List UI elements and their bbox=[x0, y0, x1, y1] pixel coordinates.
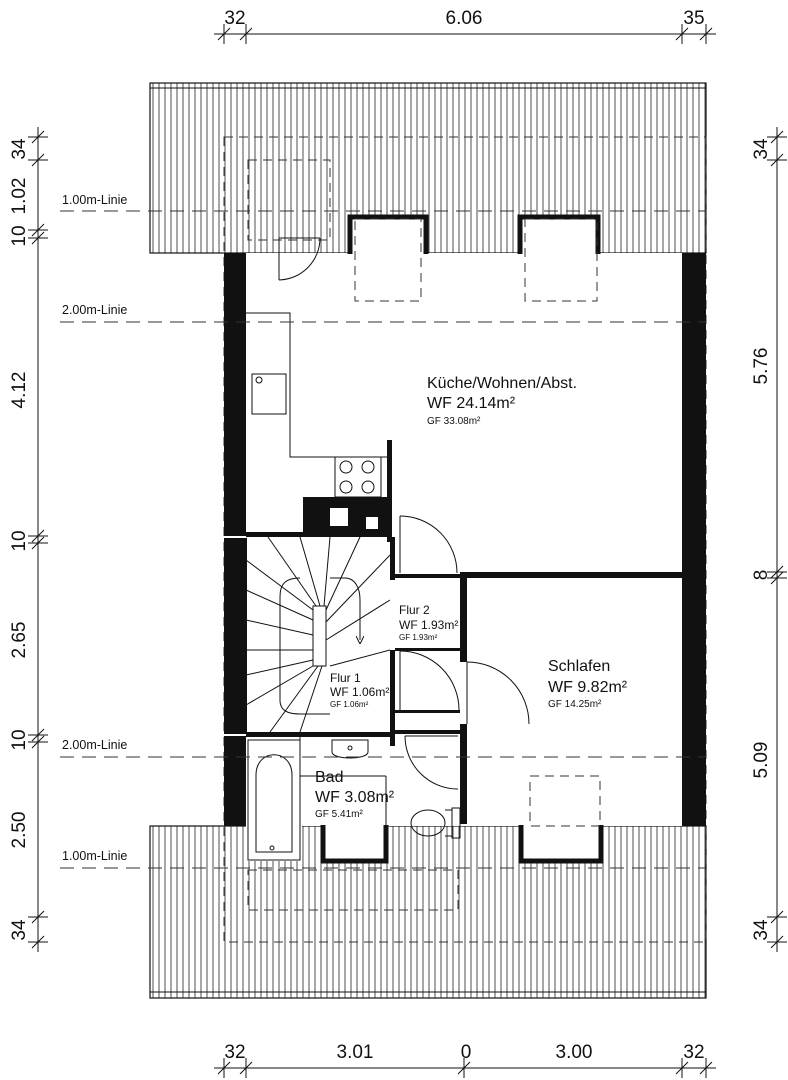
dimension-bottom bbox=[214, 1058, 716, 1078]
dim-bottom-3: 3.00 bbox=[556, 1042, 593, 1063]
room-wf-kitchen: WF 24.14m² bbox=[427, 395, 516, 412]
dim-top-0: 32 bbox=[224, 8, 245, 29]
room-gf-bedroom: GF 14.25m² bbox=[548, 699, 602, 710]
room-label-kitchen: Küche/Wohnen/Abst. WF 24.14m² GF 33.08m² bbox=[427, 375, 577, 427]
dim-left-7: 2.50 bbox=[9, 812, 30, 849]
room-name-bath: Bad bbox=[315, 769, 343, 786]
dim-top-1: 6.06 bbox=[446, 8, 483, 29]
room-gf-hall1: GF 1.06m² bbox=[330, 700, 369, 709]
room-gf-kitchen: GF 33.08m² bbox=[427, 416, 481, 427]
dim-left-2: 10 bbox=[9, 225, 30, 246]
dimension-left-labels: 34 1.02 10 4.12 10 2.65 10 2.50 34 bbox=[9, 138, 30, 941]
dim-bottom-0: 32 bbox=[224, 1042, 245, 1063]
room-wf-hall1: WF 1.06m² bbox=[330, 685, 389, 699]
line-label-2m-top: 2.00m-Linie bbox=[62, 303, 127, 317]
dormer-frames bbox=[320, 214, 604, 864]
dim-top-2: 35 bbox=[683, 8, 704, 29]
room-label-hall2: Flur 2 WF 1.93m² GF 1.93m² bbox=[399, 603, 458, 642]
dashed-outlines bbox=[223, 136, 707, 943]
bath-fixtures bbox=[247, 737, 461, 861]
room-wf-hall2: WF 1.93m² bbox=[399, 618, 458, 632]
room-name-kitchen: Küche/Wohnen/Abst. bbox=[427, 375, 577, 392]
dimension-right-labels: 34 5.76 8 5.09 34 bbox=[751, 138, 772, 941]
staircase bbox=[245, 536, 391, 733]
line-label-1m-bottom: 1.00m-Linie bbox=[62, 849, 127, 863]
room-label-bedroom: Schlafen WF 9.82m² GF 14.25m² bbox=[548, 658, 628, 710]
doors bbox=[278, 237, 530, 790]
line-label-1m-top: 1.00m-Linie bbox=[62, 193, 127, 207]
dimension-top bbox=[214, 24, 716, 44]
dim-right-1: 5.76 bbox=[751, 348, 772, 385]
dim-left-6: 10 bbox=[9, 729, 30, 750]
watermark-text: www.grundriss.com bbox=[227, 571, 246, 719]
room-wf-bath: WF 3.08m² bbox=[315, 789, 395, 806]
dim-left-3: 4.12 bbox=[9, 372, 30, 409]
dimension-bottom-labels: 32 3.01 0 3.00 32 bbox=[224, 1042, 704, 1063]
room-gf-bath: GF 5.41m² bbox=[315, 809, 363, 820]
height-line-labels: 1.00m-Linie 2.00m-Linie 2.00m-Linie 1.00… bbox=[62, 193, 127, 863]
roof-bottom bbox=[149, 825, 707, 999]
dim-right-2: 8 bbox=[751, 570, 772, 581]
dim-left-0: 34 bbox=[9, 138, 30, 160]
room-label-hall1: Flur 1 WF 1.06m² GF 1.06m² bbox=[330, 671, 389, 709]
room-name-bedroom: Schlafen bbox=[548, 658, 610, 675]
line-label-2m-bottom: 2.00m-Linie bbox=[62, 738, 127, 752]
dim-left-5: 2.65 bbox=[9, 622, 30, 659]
dim-left-1: 1.02 bbox=[9, 178, 30, 215]
room-name-hall2: Flur 2 bbox=[399, 603, 430, 617]
height-lines bbox=[60, 210, 706, 869]
kitchen-counter bbox=[246, 312, 390, 498]
room-gf-hall2: GF 1.93m² bbox=[399, 633, 438, 642]
dimension-right bbox=[767, 127, 787, 952]
dim-left-4: 10 bbox=[9, 530, 30, 551]
dim-bottom-2: 0 bbox=[461, 1042, 472, 1063]
room-name-hall1: Flur 1 bbox=[330, 671, 361, 685]
dim-bottom-4: 32 bbox=[683, 1042, 704, 1063]
room-wf-bedroom: WF 9.82m² bbox=[548, 679, 628, 696]
room-label-bath: Bad WF 3.08m² GF 5.41m² bbox=[315, 769, 395, 820]
dim-right-4: 34 bbox=[751, 919, 772, 941]
dim-right-0: 34 bbox=[751, 138, 772, 160]
dimension-left bbox=[28, 127, 48, 952]
dim-right-3: 5.09 bbox=[751, 742, 772, 779]
walls bbox=[224, 253, 706, 826]
dim-left-8: 34 bbox=[9, 919, 30, 941]
dimension-top-labels: 32 6.06 35 bbox=[224, 8, 704, 29]
dim-bottom-1: 3.01 bbox=[337, 1042, 374, 1063]
